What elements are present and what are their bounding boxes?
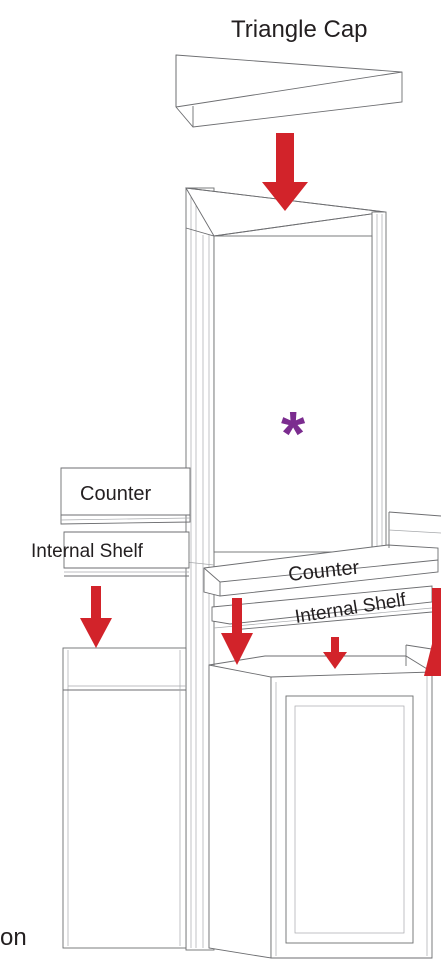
right-internal-shelf (211, 585, 433, 631)
right-counter (203, 544, 439, 597)
arrow-down-icon (262, 133, 308, 211)
right-side-counter (388, 511, 441, 548)
arrow-down-icon (221, 598, 253, 665)
asterisk-marker: * (281, 400, 306, 469)
arrow-down-icon (80, 586, 112, 648)
tower (185, 187, 387, 951)
internal-shelf-left-label: Internal Shelf (31, 541, 144, 562)
triangle-cap (175, 54, 403, 128)
partial-label: on (0, 924, 27, 951)
arrow-down-icon (424, 588, 441, 676)
left-cabinet (62, 647, 187, 949)
arrow-down-icon (323, 637, 347, 669)
left-internal-shelf (63, 531, 190, 577)
left-counter (60, 467, 191, 525)
counter-left-label: Counter (80, 483, 151, 505)
triangle-cap-label: Triangle Cap (231, 16, 368, 43)
right-cabinet (208, 644, 439, 959)
